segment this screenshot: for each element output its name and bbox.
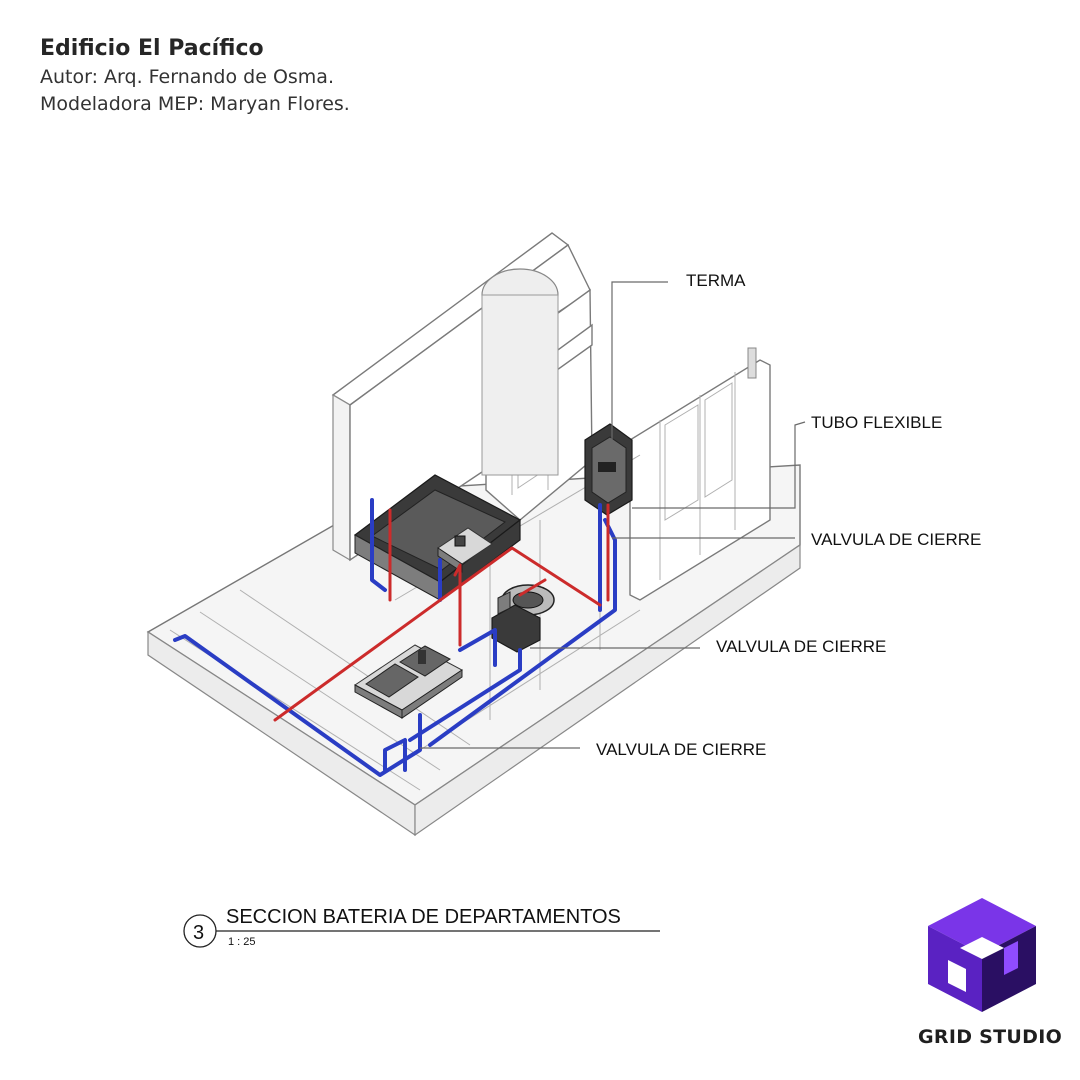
- lavatory: [437, 527, 493, 573]
- section-scale: 1 : 25: [228, 936, 256, 948]
- header: Edificio El Pacífico Autor: Arq. Fernand…: [40, 34, 350, 118]
- author-line: Autor: Arq. Fernando de Osma.: [40, 66, 334, 88]
- logo-text: GRID STUDIO: [918, 1026, 1063, 1048]
- section-title: SECCION BATERIA DE DEPARTAMENTOS: [226, 906, 621, 928]
- modeler-line: Modeladora MEP: Maryan Flores.: [40, 93, 350, 115]
- water-heater: [584, 423, 633, 516]
- label-valvula-3: VALVULA DE CIERRE: [596, 740, 766, 759]
- walls: [331, 232, 771, 751]
- leader-lines: [420, 281, 806, 749]
- grid-studio-logo-icon: [928, 898, 1036, 1012]
- label-valvula-2: VALVULA DE CIERRE: [716, 637, 886, 656]
- kitchen-sink: [354, 644, 463, 719]
- label-valvula-1: VALVULA DE CIERRE: [811, 530, 981, 549]
- section-title-block: 3 SECCION BATERIA DE DEPARTAMENTOS 1 : 2…: [183, 906, 660, 948]
- toilet: [491, 584, 555, 653]
- hot-water-pipes: [273, 503, 610, 722]
- project-title: Edificio El Pacífico: [40, 36, 264, 61]
- label-tubo-flexible: TUBO FLEXIBLE: [811, 413, 942, 432]
- section-number: 3: [193, 922, 204, 944]
- label-terma: TERMA: [686, 271, 746, 290]
- cold-water-pipes: [173, 498, 617, 777]
